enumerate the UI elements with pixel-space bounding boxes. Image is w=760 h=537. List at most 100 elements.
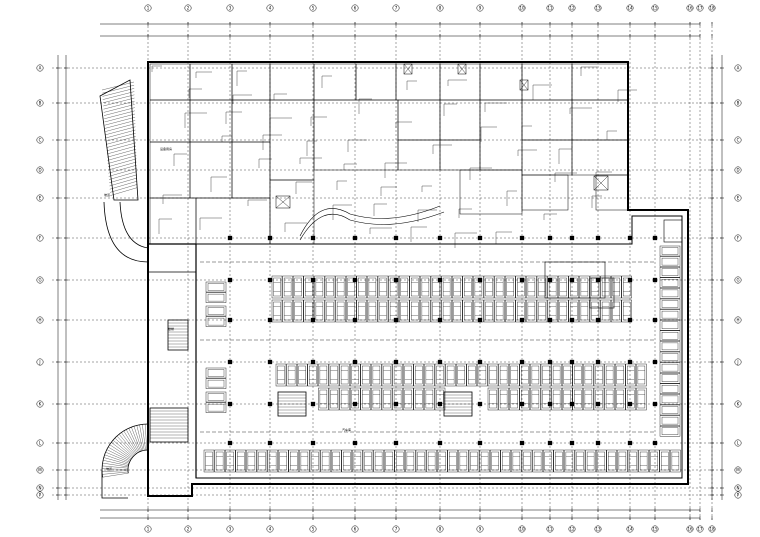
axis-bubble-label: E	[39, 195, 42, 200]
axis-bubble-label: 3	[229, 5, 232, 10]
car-icon	[420, 275, 431, 299]
parking-bay-outline	[540, 363, 552, 387]
ramp-slat	[107, 149, 137, 158]
car-body	[661, 427, 679, 435]
car-icon	[286, 363, 297, 387]
ramp-slat	[133, 426, 143, 451]
parking-bay-outline	[483, 275, 495, 299]
parking-bay-outline	[388, 299, 399, 323]
parking-bay-outline	[606, 449, 617, 473]
parking-bay-outline	[526, 299, 537, 323]
parking-bay-outline	[593, 363, 605, 387]
car-icon	[558, 275, 569, 299]
car-icon	[494, 299, 505, 323]
car-icon	[659, 404, 681, 416]
parking-bay-outline	[388, 275, 399, 299]
parking-bay-outline	[487, 363, 499, 387]
parking-bay-outline	[553, 449, 564, 473]
axis-bubble-label: D	[736, 167, 739, 172]
car-icon	[205, 281, 227, 293]
car-icon	[659, 426, 681, 437]
car-body	[616, 389, 624, 409]
car-body	[639, 451, 648, 471]
car-icon	[205, 292, 227, 303]
car-icon	[447, 449, 458, 473]
structural-column	[393, 401, 399, 407]
parking-bay-outline	[297, 363, 308, 387]
car-icon	[659, 298, 681, 310]
parking-bay-outline	[564, 449, 575, 473]
car-icon	[377, 275, 389, 299]
ramp-slat	[108, 161, 137, 171]
car-body	[485, 277, 493, 297]
parking-bay-outline	[659, 309, 681, 320]
parking-bay-outline	[583, 363, 594, 387]
axis-bubble-label: 12	[569, 526, 575, 531]
car-body	[661, 247, 679, 255]
ramp-slat	[105, 133, 136, 142]
axis-bubble	[36, 234, 44, 242]
car-body	[315, 301, 324, 321]
parking-bay-outline	[328, 387, 340, 411]
car-icon	[441, 275, 452, 299]
car-body	[404, 389, 412, 409]
car-icon	[320, 449, 331, 473]
structural-column	[352, 359, 358, 365]
car-body	[601, 277, 610, 297]
parking-bay-outline	[532, 449, 543, 473]
axis-bubble	[436, 4, 444, 12]
car-body	[298, 365, 306, 385]
ramp-bottom	[101, 423, 149, 478]
axis-bubble	[36, 194, 44, 202]
axis-bubble	[309, 4, 317, 12]
ramp-slat	[102, 462, 129, 468]
car-body	[548, 277, 557, 297]
axis-bubble	[734, 64, 742, 72]
shaft	[519, 79, 529, 91]
parking-bay-outline	[437, 449, 448, 473]
parking-bay-outline	[328, 363, 340, 387]
room-partition	[149, 197, 197, 245]
car-icon	[540, 387, 552, 411]
car-icon	[256, 449, 268, 473]
car-body	[623, 301, 631, 321]
room-partition	[521, 63, 573, 101]
car-icon	[604, 387, 615, 411]
structural-column	[547, 401, 553, 407]
car-body	[661, 416, 679, 425]
parking-bay-outline	[346, 275, 357, 299]
car-icon	[659, 267, 681, 278]
car-body	[273, 301, 281, 321]
parking-bay-outline	[293, 299, 304, 323]
car-body	[411, 277, 419, 297]
structural-column	[267, 277, 273, 283]
room-partition	[479, 99, 523, 171]
car-body	[268, 451, 277, 471]
car-icon	[659, 245, 681, 257]
car-icon	[500, 449, 511, 473]
car-icon	[670, 449, 681, 473]
parking-bay-outline	[356, 299, 367, 323]
car-icon	[536, 275, 548, 299]
parking-bay-outline	[205, 305, 227, 317]
parking-bay-outline	[625, 363, 636, 387]
axis-bubble-label: J	[736, 359, 738, 364]
car-body	[531, 389, 540, 409]
axis-bubble	[734, 466, 742, 474]
parking-bay-outline	[271, 275, 283, 299]
ramp-slat	[121, 432, 137, 454]
car-body	[374, 451, 383, 471]
car-icon	[392, 363, 403, 387]
structural-column	[519, 401, 525, 407]
structural-column	[652, 317, 658, 323]
parking-bay-outline	[659, 449, 670, 473]
car-body	[438, 451, 446, 471]
axis-bubble-label: E	[737, 195, 740, 200]
car-body	[207, 283, 225, 291]
car-icon	[462, 299, 473, 323]
parking-bay-outline	[403, 363, 414, 387]
car-icon	[246, 449, 257, 473]
car-icon	[621, 275, 632, 299]
car-icon	[339, 387, 350, 411]
